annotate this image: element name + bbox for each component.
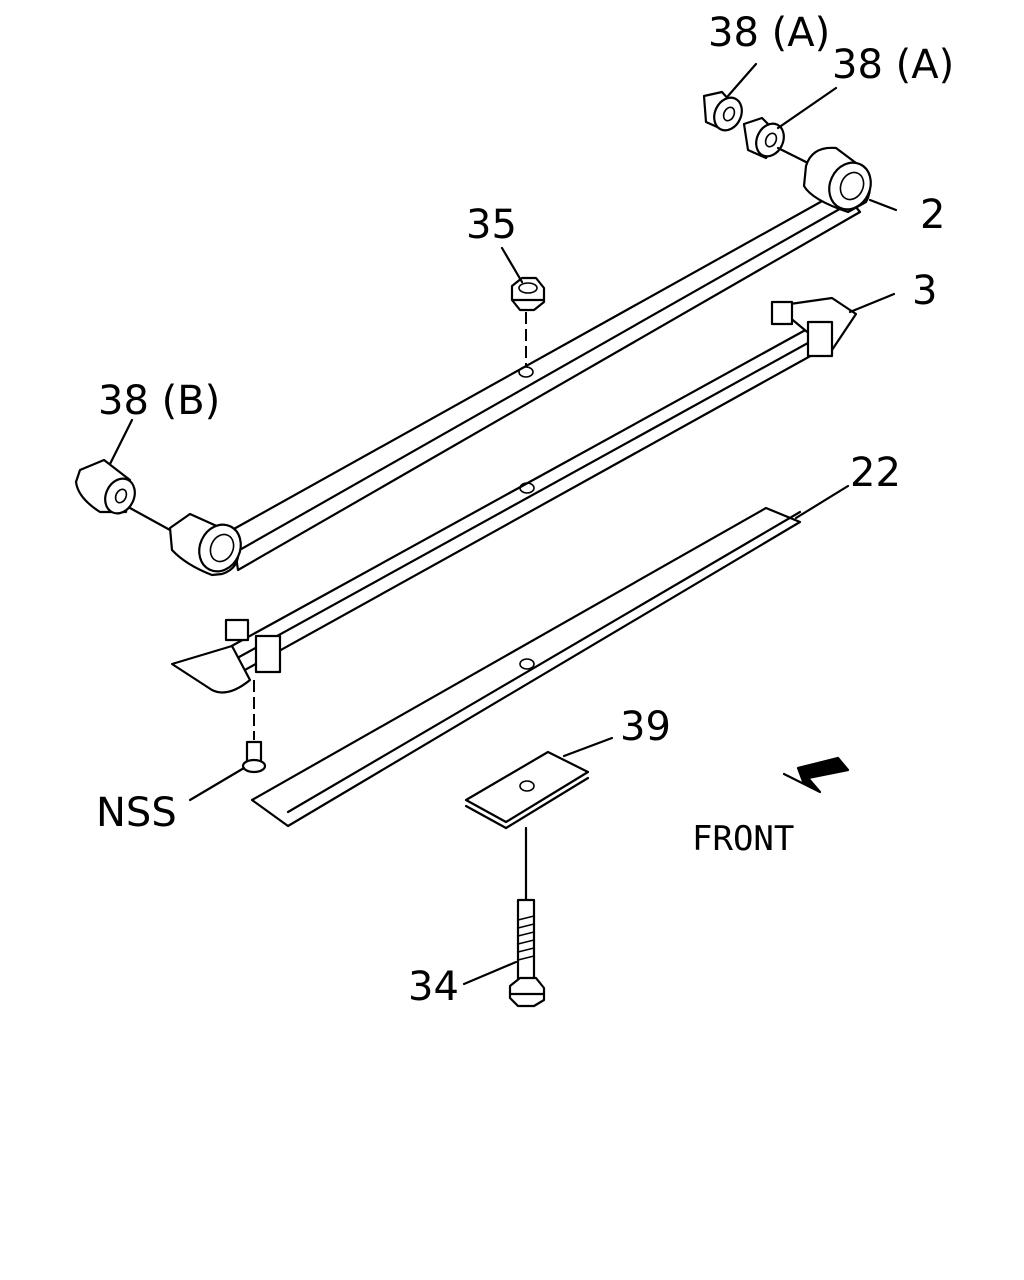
label-spacer-plate: 22 (850, 450, 901, 496)
label-bushing-a-lower: 38 (A) (832, 42, 954, 88)
bushing-a-upper (702, 90, 743, 132)
nut-part (510, 276, 546, 312)
bushing-a-lower (742, 116, 785, 160)
pad-part (464, 750, 590, 830)
arrow-down-left-icon (782, 756, 850, 794)
label-nut: 35 (466, 202, 517, 248)
center-bolt-part (508, 898, 546, 1008)
label-screw: NSS (96, 790, 177, 836)
label-bushing-a-upper: 38 (A) (708, 10, 830, 56)
leader-lines (108, 62, 898, 986)
label-front-direction: FRONT (692, 819, 794, 859)
screw-part (241, 740, 267, 774)
label-second-leaf: 3 (912, 268, 937, 314)
label-main-leaf: 2 (920, 192, 945, 238)
second-leaf-part (170, 296, 858, 694)
spacer-plate-part (250, 506, 802, 828)
main-leaf-part (168, 146, 872, 577)
label-center-bolt: 34 (408, 964, 459, 1010)
label-pad: 39 (620, 704, 671, 750)
bushing-b (74, 458, 136, 515)
label-bushing-b: 38 (B) (98, 378, 220, 424)
